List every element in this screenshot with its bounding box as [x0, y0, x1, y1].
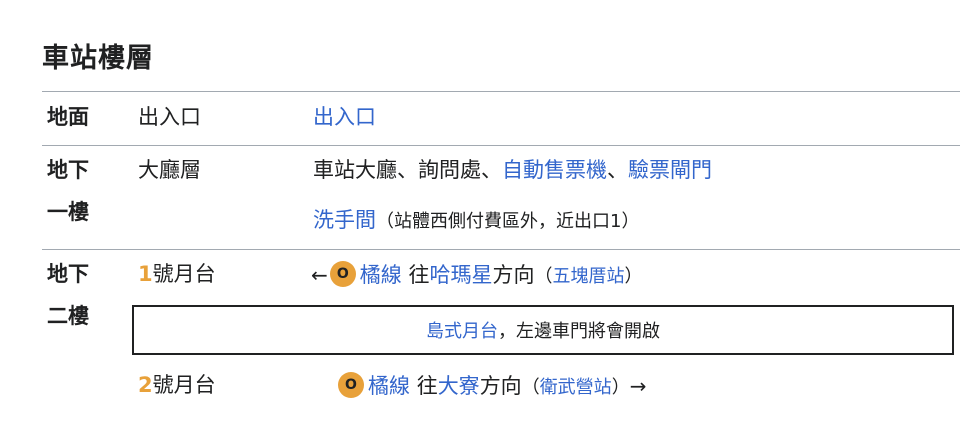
paren-open: （	[521, 377, 540, 398]
concourse-text: 車站大廳	[313, 158, 397, 182]
area-label-b1: 大廳層	[138, 158, 201, 182]
entrance-link[interactable]: 出入口	[313, 105, 376, 129]
floor-label-b1-line1: 地下	[47, 158, 89, 182]
fare-gate-link[interactable]: 驗票閘門	[628, 158, 712, 182]
floor-label-ground: 地面	[47, 105, 89, 129]
daliao-link[interactable]: 大寮	[437, 374, 480, 398]
wukuaicuo-station-link[interactable]: 五塊厝站	[552, 266, 625, 287]
weiwuying-station-link[interactable]: 衛武營站	[539, 377, 612, 398]
toward-text: 往	[408, 263, 430, 287]
island-platform-link[interactable]: 島式月台	[426, 321, 498, 342]
restroom-note: （站體西側付費區外，近出口1）	[376, 211, 640, 232]
separator: 、	[481, 158, 502, 182]
door-note: ，左邊車門將會開啟	[498, 321, 660, 342]
hamasen-link[interactable]: 哈瑪星	[429, 263, 493, 287]
platform-text: 號月台	[152, 373, 216, 397]
platform-2-label: 2號月台	[138, 375, 216, 396]
b1-facilities-line: 車站大廳、詢問處、自動售票機、驗票閘門	[313, 160, 712, 181]
table-top-rule	[42, 91, 960, 92]
toward-text: 往	[416, 374, 438, 398]
left-arrow-icon: ←	[311, 263, 328, 287]
paren-open: （	[534, 266, 553, 287]
direction-text: 方向	[492, 263, 535, 287]
orange-line-circle-icon[interactable]: O	[329, 261, 356, 287]
b1-restroom-line: 洗手間（站體西側付費區外，近出口1）	[313, 210, 639, 231]
floor-label-b2-line2: 二樓	[47, 304, 89, 328]
separator: 、	[607, 158, 628, 182]
platform-1-label: 1號月台	[138, 264, 216, 285]
ticket-machine-link[interactable]: 自動售票機	[502, 158, 607, 182]
island-platform-box: 島式月台，左邊車門將會開啟	[132, 305, 954, 355]
floor-label-b2-line1: 地下	[47, 262, 89, 286]
floor-label-b1-line2: 一樓	[47, 200, 89, 224]
orange-line-link[interactable]: 橘線	[359, 263, 402, 287]
platform-number: 2	[138, 373, 153, 397]
paren-close: ）	[624, 266, 643, 287]
paren-close: ）	[611, 377, 630, 398]
info-desk-text: 詢問處	[418, 158, 481, 182]
orange-line-circle-icon[interactable]: O	[338, 372, 364, 398]
platform-text: 號月台	[152, 262, 216, 286]
restroom-link[interactable]: 洗手間	[313, 208, 376, 232]
row-divider-2	[42, 249, 960, 250]
row-divider-1	[42, 145, 960, 146]
orange-line-link[interactable]: 橘線	[368, 374, 410, 398]
direction-text: 方向	[479, 374, 522, 398]
area-label-ground: 出入口	[138, 105, 201, 129]
separator: 、	[397, 158, 418, 182]
platform-number: 1	[138, 262, 153, 286]
right-arrow-icon: →	[629, 374, 647, 398]
page-title: 車站樓層	[42, 43, 154, 74]
